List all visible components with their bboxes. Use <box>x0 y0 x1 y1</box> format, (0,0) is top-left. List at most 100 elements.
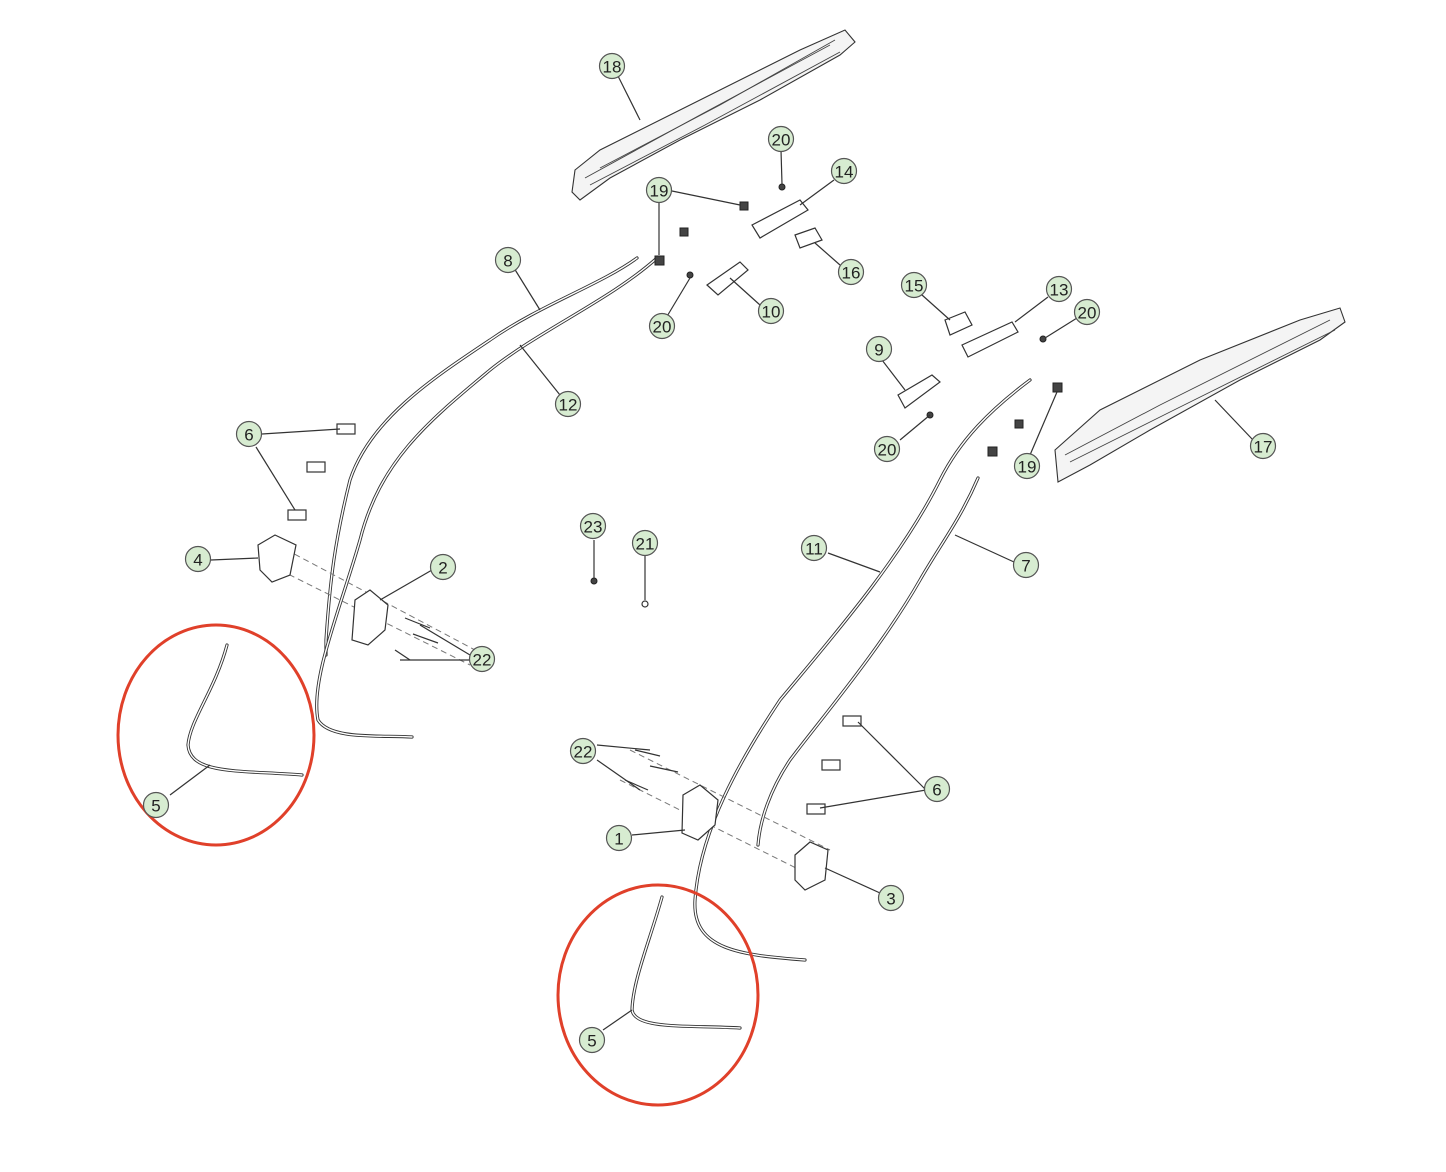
hardware-parts <box>257 183 1063 891</box>
callout-20: 20 <box>873 435 901 463</box>
callout-label: 2 <box>438 559 447 578</box>
callout-6: 6 <box>235 420 263 448</box>
callout-label: 13 <box>1050 281 1069 300</box>
callout-5: 5 <box>142 791 170 819</box>
callout-bubble <box>184 545 212 573</box>
callout-bubble <box>830 157 858 185</box>
callout-17: 17 <box>1249 432 1277 460</box>
callout-label: 22 <box>574 743 593 762</box>
drain-hose-left <box>186 643 304 777</box>
callout-22: 22 <box>569 737 597 765</box>
callout-19: 19 <box>645 176 673 204</box>
callout-bubble <box>900 271 928 299</box>
callout-label: 20 <box>653 318 672 337</box>
callout-bubble <box>1073 298 1101 326</box>
callout-22: 22 <box>468 645 496 673</box>
callout-label: 16 <box>842 264 861 283</box>
callout-bubble <box>837 258 865 286</box>
highlight-circle-right <box>556 883 760 1107</box>
callout-label: 5 <box>587 1032 596 1051</box>
drive-cable-right <box>693 378 1032 962</box>
callout-18: 18 <box>598 52 626 80</box>
callout-bubble <box>757 297 785 325</box>
callout-label: 18 <box>603 58 622 77</box>
callout-label: 14 <box>835 163 854 182</box>
callout-7: 7 <box>1012 551 1040 579</box>
callout-10: 10 <box>757 297 785 325</box>
callout-bubble <box>1013 452 1041 480</box>
callout-label: 1 <box>614 830 623 849</box>
callout-bubble <box>1012 551 1040 579</box>
callout-label: 11 <box>805 540 823 559</box>
drive-cable-left <box>315 256 659 739</box>
callout-bubble <box>605 824 633 852</box>
callout-21: 21 <box>631 529 659 557</box>
alignment-lines <box>267 539 831 881</box>
highlight-circle-left <box>116 623 316 847</box>
callout-bubble <box>631 529 659 557</box>
callout-5: 5 <box>578 1026 606 1054</box>
callout-label: 6 <box>932 781 941 800</box>
callout-4: 4 <box>184 545 212 573</box>
callout-bubble <box>1249 432 1277 460</box>
callout-bubble <box>235 420 263 448</box>
callout-label: 21 <box>636 535 655 554</box>
callout-label: 19 <box>1018 458 1037 477</box>
callout-2: 2 <box>429 553 457 581</box>
callout-label: 6 <box>244 426 253 445</box>
callout-8: 8 <box>494 246 522 274</box>
callout-label: 20 <box>878 441 897 460</box>
callout-label: 15 <box>905 277 924 296</box>
callout-bubble <box>554 390 582 418</box>
callout-bubble <box>923 775 951 803</box>
callout-3: 3 <box>877 884 905 912</box>
callout-6: 6 <box>923 775 951 803</box>
callout-label: 3 <box>886 890 895 909</box>
callout-9: 9 <box>865 335 893 363</box>
roof-rail-left <box>571 29 856 201</box>
callout-label: 20 <box>1078 304 1097 323</box>
callout-1: 1 <box>605 824 633 852</box>
callout-bubble <box>800 534 828 562</box>
callout-23: 23 <box>579 512 607 540</box>
callout-bubble <box>468 645 496 673</box>
callout-label: 22 <box>473 651 492 670</box>
callout-bubble <box>877 884 905 912</box>
roof-rail-right <box>1054 307 1346 483</box>
callout-19: 19 <box>1013 452 1041 480</box>
callout-20: 20 <box>1073 298 1101 326</box>
callout-label: 5 <box>151 797 160 816</box>
callout-bubble <box>873 435 901 463</box>
callout-11: 11 <box>800 534 828 562</box>
callout-label: 7 <box>1021 557 1030 576</box>
callout-12: 12 <box>554 390 582 418</box>
callout-bubble <box>578 1026 606 1054</box>
callout-label: 4 <box>193 551 202 570</box>
drain-hose-right <box>630 895 742 1030</box>
callout-16: 16 <box>837 258 865 286</box>
callout-20: 20 <box>767 125 795 153</box>
callout-label: 23 <box>584 518 603 537</box>
callout-label: 17 <box>1254 438 1273 457</box>
callout-label: 8 <box>503 252 512 271</box>
callout-15: 15 <box>900 271 928 299</box>
callout-bubble <box>494 246 522 274</box>
leader-lines <box>169 75 1254 1031</box>
callout-bubble <box>648 312 676 340</box>
callout-14: 14 <box>830 157 858 185</box>
callout-bubble <box>1045 275 1073 303</box>
callout-bubble <box>142 791 170 819</box>
callout-label: 19 <box>650 182 669 201</box>
callout-bubble <box>579 512 607 540</box>
callout-label: 10 <box>762 303 781 322</box>
callout-bubble <box>569 737 597 765</box>
callout-bubble <box>598 52 626 80</box>
callout-20: 20 <box>648 312 676 340</box>
callout-bubble <box>429 553 457 581</box>
callout-13: 13 <box>1045 275 1073 303</box>
callout-bubble <box>645 176 673 204</box>
callout-label: 12 <box>559 396 578 415</box>
callout-bubble <box>865 335 893 363</box>
